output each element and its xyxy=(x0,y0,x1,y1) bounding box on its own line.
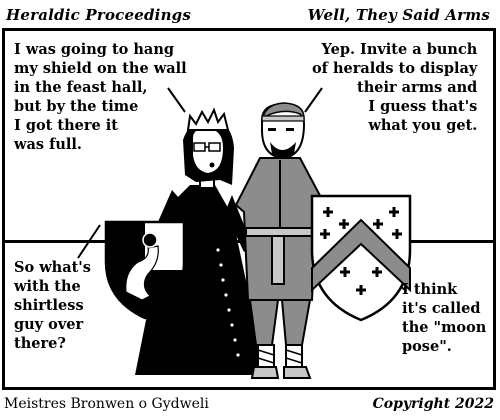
comic-episode-title: Well, They Said Arms xyxy=(307,6,490,24)
speech-bubble-bottom-right: I think it's called the "moon pose". xyxy=(402,281,487,355)
speech-bubble-top-left: I was going to hang my shield on the wal… xyxy=(14,41,187,153)
pointer-line-top-right xyxy=(304,87,323,113)
artist-credit: Meistres Bronwen o Gydweli xyxy=(4,396,209,412)
chevron-crosses-shield xyxy=(310,194,412,322)
comic-panel xyxy=(2,28,496,390)
copyright-notice: Copyright 2022 xyxy=(372,396,494,412)
black-white-lion-shield xyxy=(104,220,186,320)
pointer-line-top-left xyxy=(167,87,186,113)
speech-bubble-top-right: Yep. Invite a bunch of heralds to displa… xyxy=(312,41,478,134)
comic-series-title: Heraldic Proceedings xyxy=(6,6,192,24)
man-figure xyxy=(234,102,327,379)
speech-bubble-bottom-left: So what's with the shirtless guy over th… xyxy=(14,259,91,352)
pointer-line-bottom-left xyxy=(77,224,101,259)
